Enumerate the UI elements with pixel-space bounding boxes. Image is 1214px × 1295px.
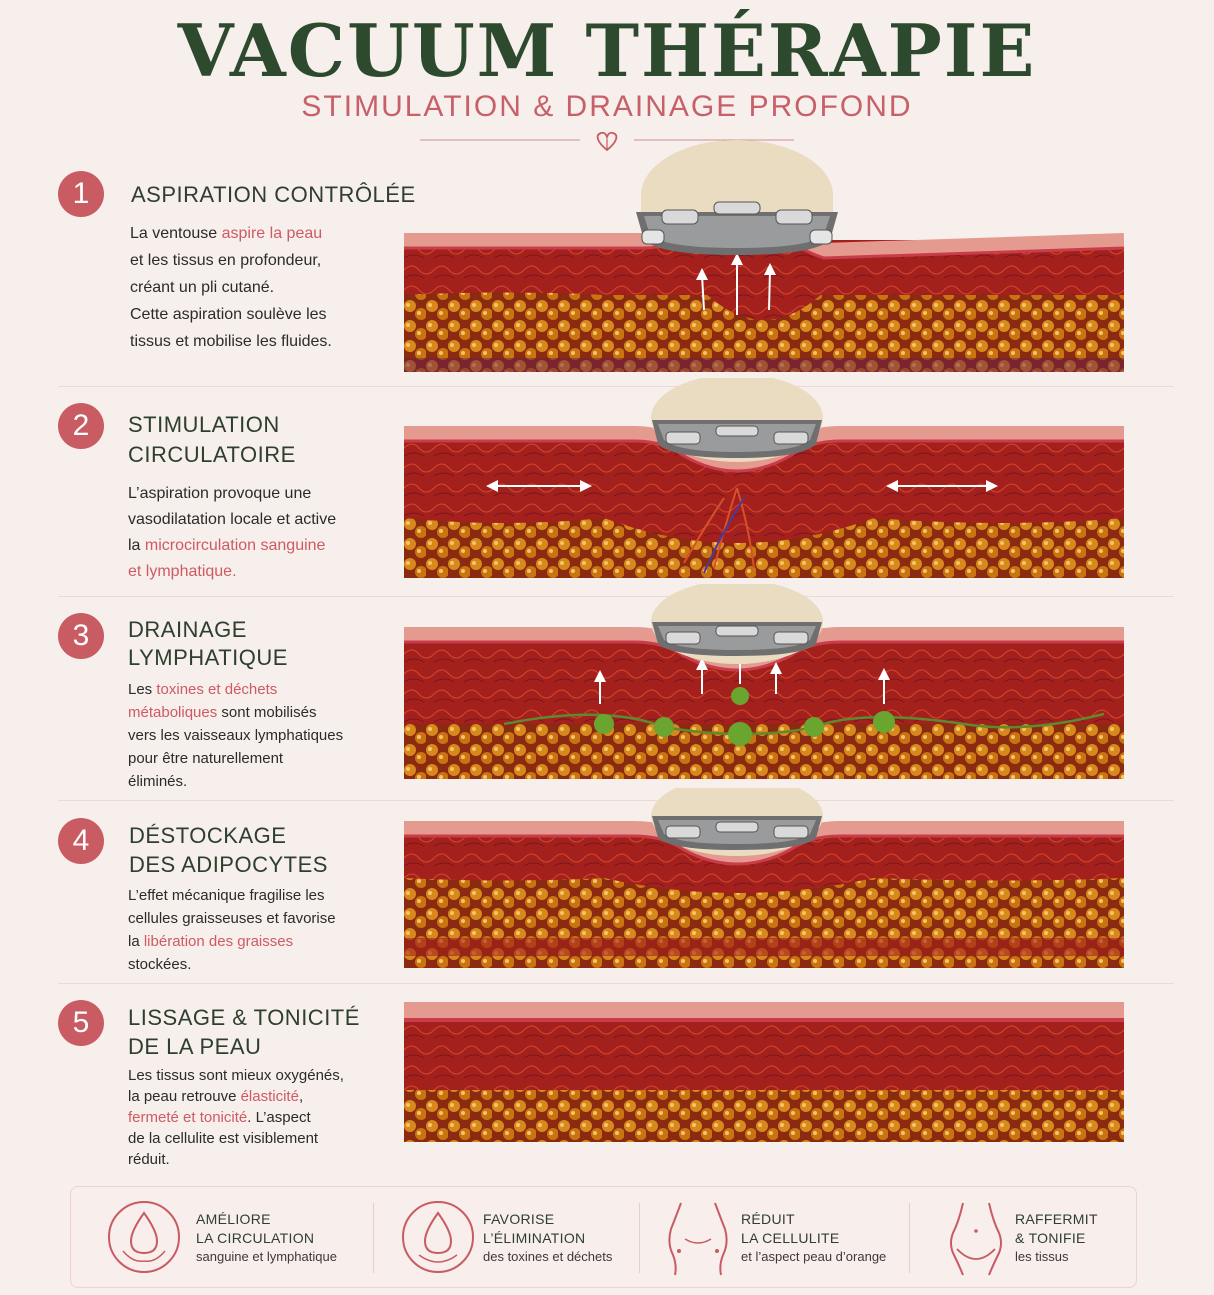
- benefit-circulation: AMÉLIORE LA CIRCULATION sanguine et lymp…: [71, 1187, 371, 1287]
- step-number: 1: [58, 171, 104, 217]
- step-title-line: LYMPHATIQUE: [128, 645, 288, 670]
- step-text-line: cellules graisseuses et favorise: [128, 910, 336, 927]
- step-divider: [58, 596, 1174, 597]
- step-text-line: La ventouse aspire la peau: [130, 225, 323, 242]
- benefit-divider: [909, 1203, 910, 1273]
- benefit-line: et l’aspect peau d’orange: [741, 1249, 887, 1264]
- benefit-divider: [639, 1203, 640, 1273]
- step-text-line: de la cellulite est visiblement: [128, 1130, 319, 1147]
- benefit-line: sanguine et lymphatique: [196, 1249, 337, 1264]
- step-text-line: tissus et mobilise les fluides.: [130, 333, 332, 350]
- step-number: 3: [58, 613, 104, 659]
- benefit-firming: RAFFERMIT & TONIFIE les tissus: [909, 1187, 1137, 1287]
- step-description: L’aspiration provoque une vasodilatation…: [128, 481, 336, 585]
- step-description: La ventouse aspire la peau et les tissus…: [130, 220, 332, 355]
- step-text-line: L’effet mécanique fragilise les: [128, 887, 325, 904]
- step-text-line: Les toxines et déchets: [128, 681, 278, 698]
- circulation-illustration: [404, 378, 1124, 578]
- benefit-line: RÉDUIT: [741, 1211, 795, 1227]
- step-number: 5: [58, 1000, 104, 1046]
- step-text-line: pour être naturellement: [128, 750, 284, 767]
- step-text-line: la microcirculation sanguine: [128, 537, 326, 554]
- step-title-line: DE LA PEAU: [128, 1034, 262, 1059]
- step-text-line: vers les vaisseaux lymphatiques: [128, 727, 344, 744]
- circulation-drop-icon: [108, 1201, 180, 1273]
- benefit-elimination: FAVORISE L’ÉLIMINATION des toxines et dé…: [373, 1187, 639, 1287]
- step-title: LISSAGE & TONICITÉ DE LA PEAU: [128, 1003, 360, 1061]
- benefit-line: & TONIFIE: [1015, 1230, 1086, 1246]
- step-text-line: vasodilatation locale et active: [128, 511, 337, 528]
- step-title-line: DÉSTOCKAGE: [129, 823, 287, 848]
- step-title: DRAINAGE LYMPHATIQUE: [128, 616, 288, 672]
- benefit-line: des toxines et déchets: [483, 1249, 613, 1264]
- adipocyte-release-illustration: [404, 788, 1124, 968]
- step-title: DÉSTOCKAGE DES ADIPOCYTES: [129, 821, 328, 879]
- step-text-line: Les tissus sont mieux oxygénés,: [128, 1067, 344, 1084]
- step-text-line: créant un pli cutané.: [130, 279, 275, 296]
- step-title-line: LISSAGE & TONICITÉ: [128, 1005, 360, 1030]
- step-text-line: fermeté et tonicité. L’aspect: [128, 1109, 311, 1126]
- benefit-line: LA CIRCULATION: [196, 1230, 315, 1246]
- step-text-line: la peau retrouve élasticité,: [128, 1088, 304, 1105]
- step-text-line: et les tissus en profondeur,: [130, 252, 322, 269]
- step-divider: [58, 800, 1174, 801]
- step-divider: [58, 983, 1174, 984]
- leaf-divider-icon: [420, 131, 794, 152]
- step-text-line: la libération des graisses: [128, 933, 294, 950]
- smooth-skin-illustration: [404, 1002, 1124, 1142]
- step-text-line: éliminés.: [128, 773, 188, 790]
- benefit-line: les tissus: [1015, 1249, 1069, 1264]
- benefit-line: FAVORISE: [483, 1211, 555, 1227]
- step-divider: [58, 386, 1174, 387]
- step-text-line: stockées.: [128, 956, 192, 973]
- benefit-line: LA CELLULITE: [741, 1230, 840, 1246]
- benefit-line: AMÉLIORE: [196, 1211, 271, 1227]
- step-number: 4: [58, 818, 104, 864]
- step-title-line: STIMULATION: [128, 412, 280, 437]
- benefit-line: RAFFERMIT: [1015, 1211, 1098, 1227]
- step-text-line: et lymphatique.: [128, 563, 237, 580]
- step-text-line: Cette aspiration soulève les: [130, 306, 327, 323]
- step-title-line: ASPIRATION CONTRÔLÉE: [131, 182, 416, 207]
- lymphatic-drainage-illustration: [404, 584, 1124, 779]
- benefit-line: L’ÉLIMINATION: [483, 1230, 586, 1246]
- step-description: L’effet mécanique fragilise les cellules…: [128, 884, 336, 976]
- skin-aspiration-illustration: [404, 140, 1124, 372]
- step-title-line: DES ADIPOCYTES: [129, 852, 328, 877]
- step-text-line: métaboliques sont mobilisés: [128, 704, 317, 721]
- step-number: 2: [58, 403, 104, 449]
- step-title: STIMULATION CIRCULATOIRE: [128, 410, 296, 470]
- step-description: Les toxines et déchets métaboliques sont…: [128, 678, 343, 793]
- hips-silhouette-icon: [950, 1202, 1002, 1276]
- step-text-line: réduit.: [128, 1151, 170, 1168]
- step-title-line: CIRCULATOIRE: [128, 442, 296, 467]
- benefits-panel: AMÉLIORE LA CIRCULATION sanguine et lymp…: [70, 1186, 1137, 1288]
- step-description: Les tissus sont mieux oxygénés, la peau …: [128, 1065, 344, 1170]
- page-subtitle: STIMULATION & DRAINAGE PROFOND: [301, 90, 913, 123]
- step-title-line: DRAINAGE: [128, 617, 247, 642]
- elimination-drop-icon: [402, 1201, 474, 1273]
- benefit-cellulite: RÉDUIT LA CELLULITE et l’aspect peau d’o…: [639, 1187, 909, 1287]
- step-title: ASPIRATION CONTRÔLÉE: [131, 180, 416, 210]
- page-title: VACUUM THÉRAPIE: [177, 8, 1037, 93]
- benefit-divider: [373, 1203, 374, 1273]
- step-text-line: L’aspiration provoque une: [128, 485, 312, 502]
- body-silhouette-icon: [668, 1202, 728, 1276]
